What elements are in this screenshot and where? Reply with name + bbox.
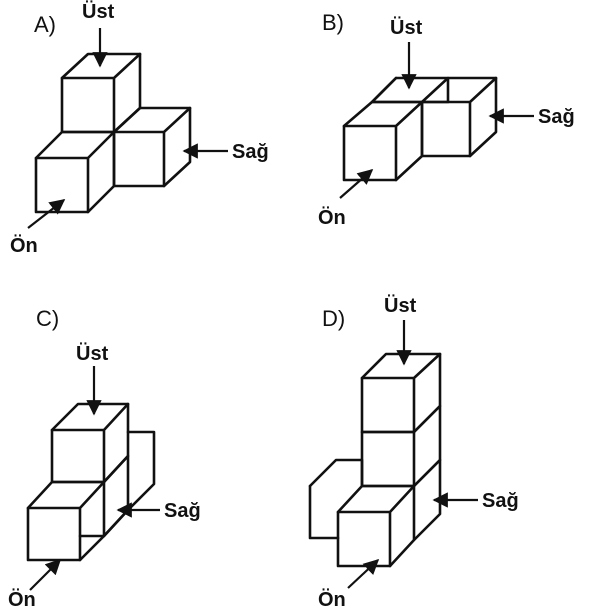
option-a-front-arrow [27, 199, 66, 229]
option-d-letter: D) [322, 306, 345, 331]
option-c-top-label: Üst [76, 342, 109, 365]
option-b-right-label: Sağ [538, 106, 575, 128]
option-b-top-label: Üst [390, 16, 423, 39]
option-d: D) Üst Sağ Ön [308, 294, 519, 611]
option-a-front-label: Ön [10, 234, 38, 257]
option-a: A) Üst Sağ Ön [10, 0, 269, 257]
option-d-right-label: Sağ [482, 490, 519, 512]
option-d-front-label: Ön [318, 588, 346, 611]
option-b-cubes [342, 76, 498, 182]
option-b-letter: B) [322, 10, 344, 35]
option-c-letter: C) [36, 306, 59, 331]
option-b-front-arrow [339, 168, 374, 199]
option-c-cubes [26, 402, 156, 562]
option-c: C) Üst Sağ Ön [8, 306, 201, 611]
option-a-cubes [34, 52, 192, 214]
option-d-top-label: Üst [384, 294, 417, 317]
option-c-front-label: Ön [8, 588, 36, 611]
option-b-front-label: Ön [318, 206, 346, 229]
option-c-front-arrow [29, 558, 62, 591]
option-b: B) Üst Sağ Ön [318, 10, 575, 229]
option-c-right-label: Sağ [164, 500, 201, 522]
option-a-letter: A) [34, 12, 56, 37]
option-d-cubes [308, 352, 442, 568]
option-a-right-label: Sağ [232, 141, 269, 163]
option-d-front-arrow [347, 558, 380, 589]
option-a-top-label: Üst [82, 0, 115, 23]
